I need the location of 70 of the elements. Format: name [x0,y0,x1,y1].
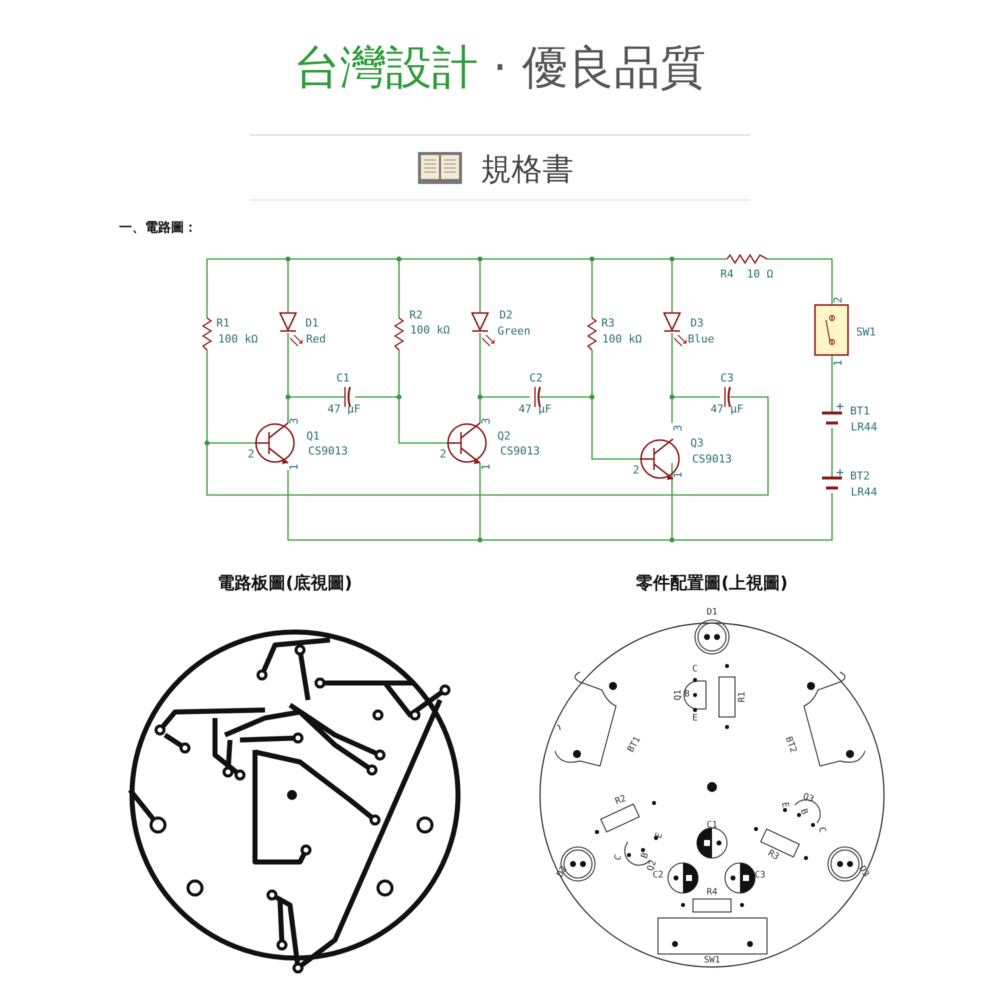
silkscreen-label: R4 [706,888,718,898]
silkscreen-label: B [684,690,690,700]
component-label: 3 [672,424,684,432]
component-label: BT2 [850,470,870,482]
silkscreen-label: E [692,714,698,724]
silkscreen-label: E [779,802,789,808]
component-label: CS9013 [308,446,348,456]
page-title: 台灣設計 · 優良品質 [293,42,707,93]
silkscreen-label: C2 [652,872,664,880]
component-label: 1 [480,464,492,470]
component-label: BT1 [850,406,870,416]
section-heading: 規格書 [480,154,574,186]
component-label: Red [306,334,326,344]
component-label: 47 µF [327,404,361,414]
component-label: D3 [690,318,704,328]
component-label: 100 kΩ [218,334,258,344]
component-label: D1 [305,318,319,328]
component-label: Q2 [497,430,511,442]
component-label: Q3 [690,438,704,448]
component-label: R1 [216,318,230,328]
component-label: 100 kΩ [410,324,450,336]
component-label: 2 [832,296,844,304]
silkscreen-label: B [798,808,808,816]
silkscreen-label: R1 [738,692,748,702]
component-label: CS9013 [692,454,732,464]
silkscreen-label: D1 [706,608,718,618]
silkscreen-label: C3 [754,872,766,880]
component-label: LR44 [850,422,878,432]
silkscreen-label: R2 [614,794,628,808]
component-label: 3 [480,418,492,424]
component-label: 47 µF [710,404,744,414]
component-label: 100 kΩ [602,334,642,344]
silkscreen-label: B [640,852,652,860]
component-label: 1 [672,472,684,478]
component-label: 47 µF [518,404,552,414]
component-label: Q1 [306,430,320,442]
component-label: R2 [409,310,423,320]
section-title: 電路板圖(底視圖) [218,576,352,592]
component-label: 2 [440,448,446,460]
component-label: + [836,400,844,414]
component-label: SW1 [856,326,876,338]
section-title: 零件配置圖(上視圖) [636,576,788,592]
silkscreen-label: SW1 [704,956,720,966]
component-label: 2 [248,448,254,460]
section-title: 一、電路圖： [119,222,197,234]
silkscreen-label: C1 [706,822,718,830]
component-label: 2 [632,464,640,476]
component-label: LR44 [850,486,878,498]
silkscreen-label: BT2 [783,736,797,754]
component-label: C3 [720,372,734,384]
component-label: CS9013 [500,446,540,456]
silkscreen-label: C [816,826,826,834]
silkscreen-label: Q1 [674,690,684,700]
silkscreen-label: BT1 [627,736,643,754]
component-label: Blue [688,334,714,344]
component-label: 1 [288,464,300,470]
component-label: C1 [336,372,350,384]
component-label: D2 [499,310,513,320]
silkscreen-label: C [614,854,624,862]
component-label: C2 [529,372,543,384]
component-label: R4 [720,268,734,280]
silkscreen-label: C [692,666,698,674]
component-label: 10 Ω [746,268,774,280]
component-label: Green [497,326,531,336]
component-label: 3 [288,418,300,424]
silkscreen-label: E [654,832,666,840]
component-label: 1 [832,360,844,366]
component-label: + [836,466,844,480]
component-label: R3 [601,318,615,328]
silkscreen-label: R3 [766,849,780,863]
